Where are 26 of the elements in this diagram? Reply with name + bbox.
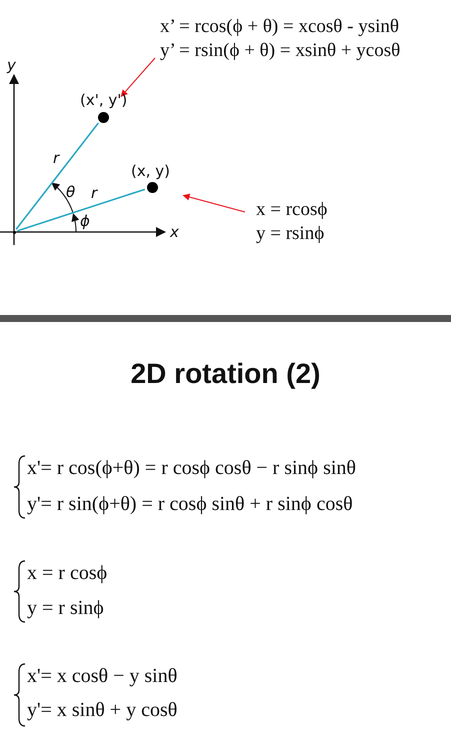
equation: y'= x sinθ + y cosθ bbox=[27, 698, 178, 722]
equation: x = r cosϕ bbox=[27, 561, 108, 585]
formula-line: y = rsinϕ bbox=[256, 222, 326, 246]
equation: y'= r sin(ϕ+θ) = r cosϕ sinθ + r sinϕ cosθ bbox=[27, 492, 353, 516]
point-dot bbox=[98, 112, 108, 122]
math-symbol: ϕ bbox=[80, 213, 90, 229]
point-dot bbox=[146, 182, 158, 192]
leader-arrow bbox=[182, 194, 246, 212]
math-symbol: x bbox=[170, 224, 179, 240]
origin-point bbox=[12, 230, 16, 234]
point-label: (x, y) bbox=[131, 163, 170, 179]
equation: y = r sinϕ bbox=[27, 596, 104, 620]
math-symbol: θ bbox=[66, 184, 76, 200]
point-label: (x', y') bbox=[80, 92, 128, 108]
equation: x'= x cosθ − y sinθ bbox=[27, 664, 178, 688]
equation: x'= r cos(ϕ+θ) = r cosϕ cosθ − r sinϕ sinθ bbox=[27, 456, 356, 480]
radius-line bbox=[16, 122, 100, 230]
radius-line bbox=[17, 188, 146, 232]
math-symbol: r bbox=[53, 150, 60, 166]
math-symbol: y bbox=[7, 57, 16, 73]
leader-arrow bbox=[120, 58, 156, 97]
math-symbol: r bbox=[91, 185, 98, 201]
formula-line: x’ = rcos(ϕ + θ) = xcosθ - ysinθ bbox=[160, 15, 400, 39]
formula-line: x = rcosϕ bbox=[256, 198, 328, 222]
formula-line: y’ = rsin(ϕ + θ) = xsinθ + ycosθ bbox=[160, 39, 402, 63]
slide-title: 2D rotation (2) bbox=[130, 358, 322, 390]
